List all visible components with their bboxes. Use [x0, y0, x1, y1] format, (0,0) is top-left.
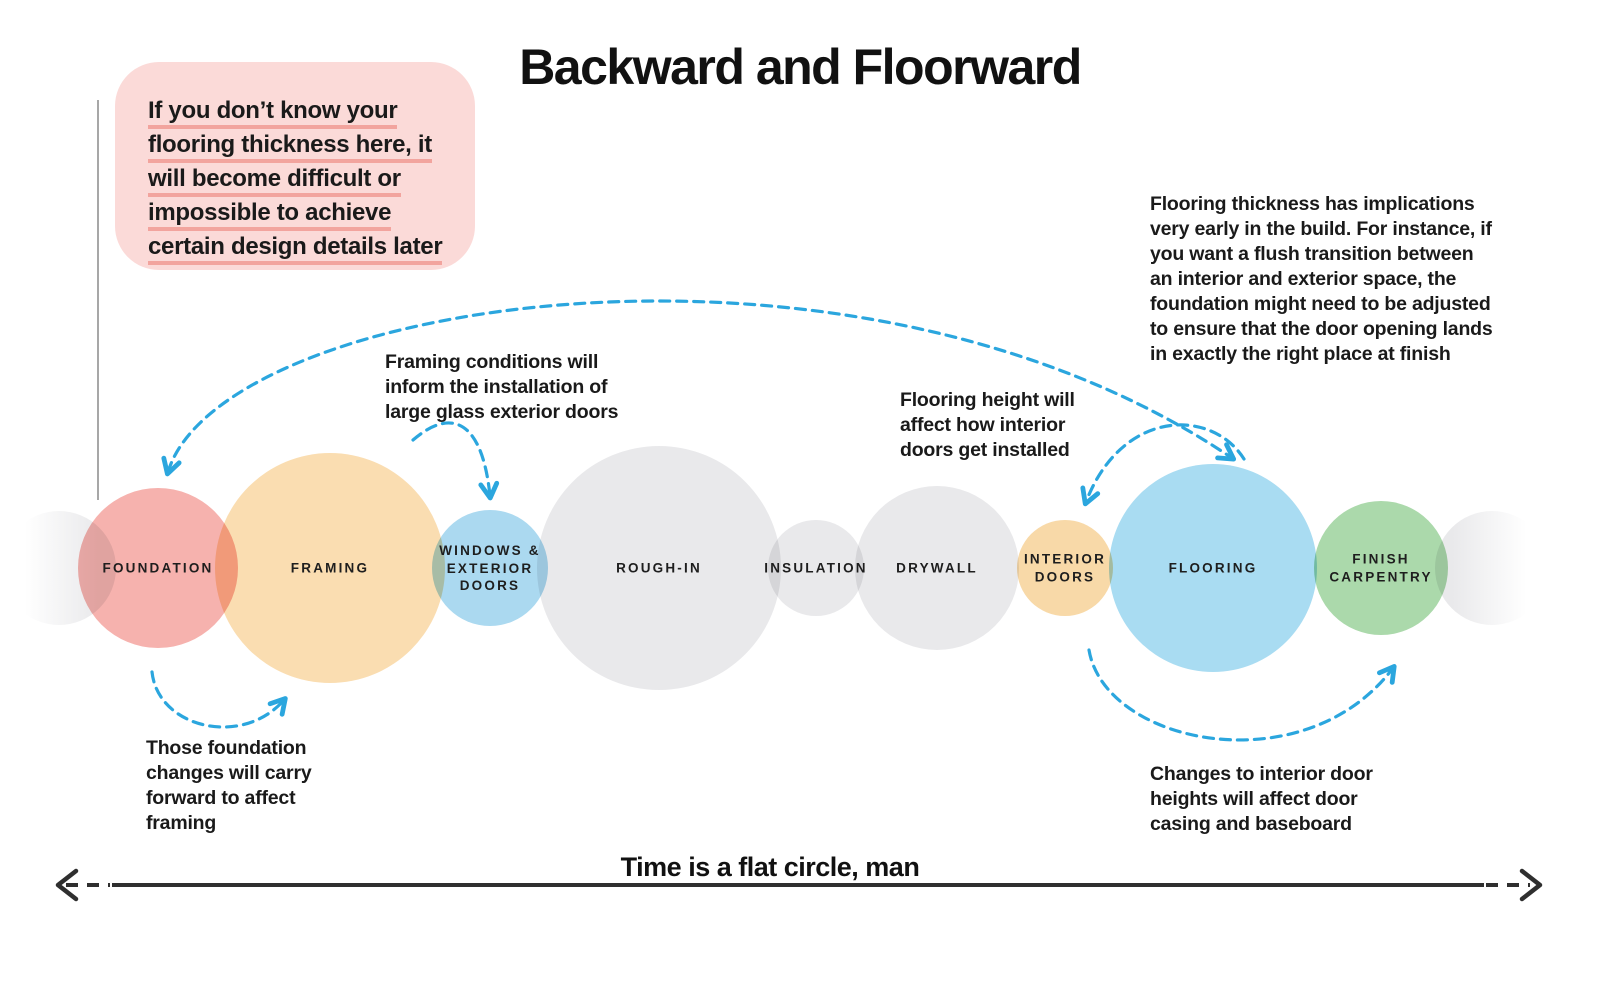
stage-label-drywall: DRYWALL [896, 560, 978, 576]
stage-label-interior-doors: INTERIOR DOORS [1023, 551, 1107, 585]
callout-line: If you don’t know your [148, 98, 475, 129]
arrow-framing-to-windows-icon [411, 421, 500, 501]
note-framing-conditions: Framing conditions will inform the insta… [385, 351, 619, 423]
stage-label-finish-carpentry: FINISH CARPENTRY [1329, 551, 1433, 585]
stage-circle-rough-in [537, 446, 781, 690]
stage-circle-interior-doors [1017, 520, 1113, 616]
left-divider-line [97, 100, 99, 500]
note-flooring-height: Flooring height will affect how interior… [900, 389, 1075, 461]
stage-circle-finish-carpentry [1314, 501, 1448, 635]
callout-line: certain design details later [148, 234, 475, 265]
stage-label-insulation: INSULATION [764, 560, 868, 576]
stage-label-flooring: FLOORING [1168, 560, 1258, 576]
stage-label-framing: FRAMING [290, 560, 370, 576]
stage-circle-insulation [768, 520, 864, 616]
stage-circle-foundation [78, 488, 238, 648]
callout-line: will become difficult or [148, 166, 475, 197]
axis-left-arrowhead-icon [55, 868, 79, 902]
stage-label-foundation: FOUNDATION [102, 560, 214, 576]
stage-label-rough-in: ROUGH-IN [616, 560, 702, 576]
stage-circle-windows-exterior-doors [432, 510, 548, 626]
arrow-foundation-to-framing-icon [150, 670, 288, 729]
time-axis-caption: Time is a flat circle, man [620, 852, 920, 882]
note-flooring-thickness: Flooring thickness has implications very… [1150, 193, 1493, 365]
page-title: Backward and Floorward [519, 39, 1082, 95]
stage-circle-framing [215, 453, 445, 683]
callout-line: flooring thickness here, it [148, 132, 475, 163]
stage-circle-drywall [855, 486, 1019, 650]
stage-label-windows-exterior-doors: WINDOWS & EXTERIOR DOORS [439, 542, 541, 593]
note-foundation-changes: Those foundation changes will carry forw… [146, 737, 312, 834]
callout-box: If you don’t know your flooring thicknes… [115, 62, 475, 270]
note-interior-door-changes: Changes to interior door heights will af… [1150, 763, 1373, 835]
callout-line: impossible to achieve [148, 200, 475, 231]
axis-right-arrowhead-icon [1519, 868, 1543, 902]
timeline-continues-right [1435, 511, 1549, 625]
